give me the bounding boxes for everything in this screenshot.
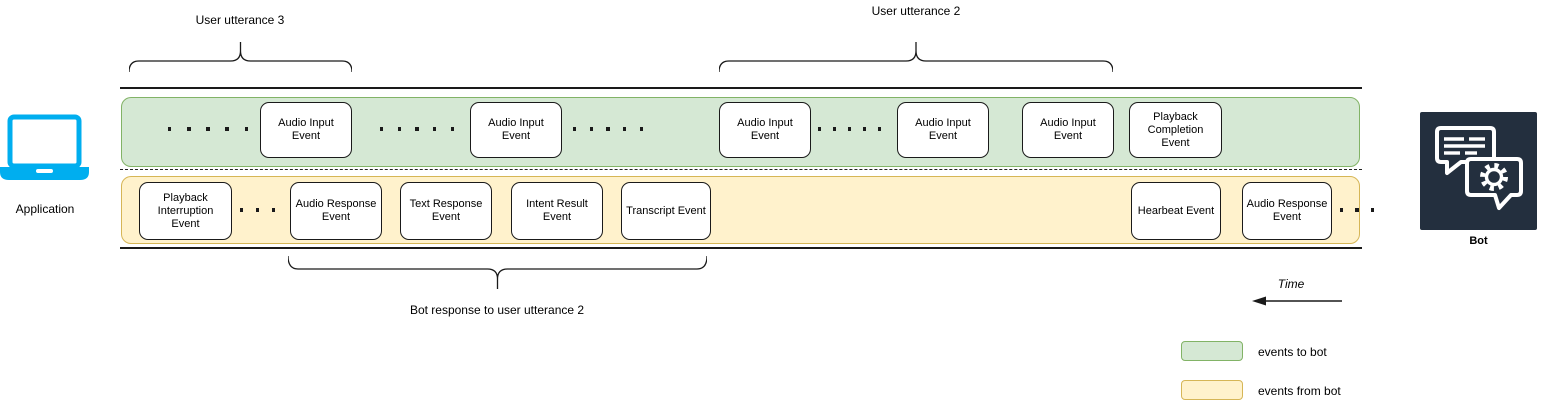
chat-bubble-icon [1435,126,1496,175]
event-box-audio-response-2: Audio Response Event [1242,182,1332,240]
user-utterance-3-label: User utterance 3 [195,13,285,27]
gear-icon [1480,163,1508,191]
bot-icon [1420,112,1537,230]
legend-swatch-events-to-bot [1181,341,1243,361]
event-box-intent-result: Intent Result Event [511,182,603,240]
event-box-hearbeat: Hearbeat Event [1131,182,1221,240]
bot-label: Bot [1469,235,1488,247]
event-box-playback-completion: Playback Completion Event [1129,102,1222,158]
event-box-transcript: Transcript Event [621,182,711,240]
bot-chat-gear-icon [1435,126,1523,210]
time-arrow-icon [1252,296,1342,306]
user-utterance-2-label: User utterance 2 [871,4,961,18]
legend-label-events-from-bot: events from bot [1258,384,1341,398]
event-box-audio-input-2: Audio Input Event [470,102,562,158]
laptop-base [0,167,89,180]
ellipsis-dots [818,127,881,131]
bot-response-brace [288,256,707,289]
laptop-screen [7,114,82,169]
event-box-text-response: Text Response Event [400,182,492,240]
legend-label-events-to-bot: events to bot [1258,345,1327,359]
chat-text-lines [1444,137,1485,155]
event-box-audio-response-1: Audio Response Event [290,182,382,240]
bot-response-label: Bot response to user utterance 2 [409,303,585,317]
legend-swatch-events-from-bot [1181,380,1243,400]
event-box-audio-input-4: Audio Input Event [897,102,989,158]
ellipsis-dots [240,208,275,212]
user-utterance-2-brace [719,42,1113,73]
top-rail-line [120,87,1362,89]
ellipsis-dots [380,127,454,131]
application-label: Application [15,202,75,216]
event-box-playback-interruption: Playback Interruption Event [139,182,232,240]
laptop-trackpad [36,169,53,173]
event-box-audio-input-3: Audio Input Event [719,102,811,158]
user-utterance-3-brace [129,42,352,73]
laptop-icon [0,114,89,180]
event-box-audio-input-5: Audio Input Event [1022,102,1114,158]
bottom-rail-line [120,247,1362,249]
lane-divider-dashed-line [120,169,1362,170]
event-box-audio-input-1: Audio Input Event [260,102,352,158]
ellipsis-dots [1340,208,1374,212]
time-label: Time [1277,277,1305,291]
ellipsis-dots [573,127,643,131]
ellipsis-dots [168,127,248,131]
